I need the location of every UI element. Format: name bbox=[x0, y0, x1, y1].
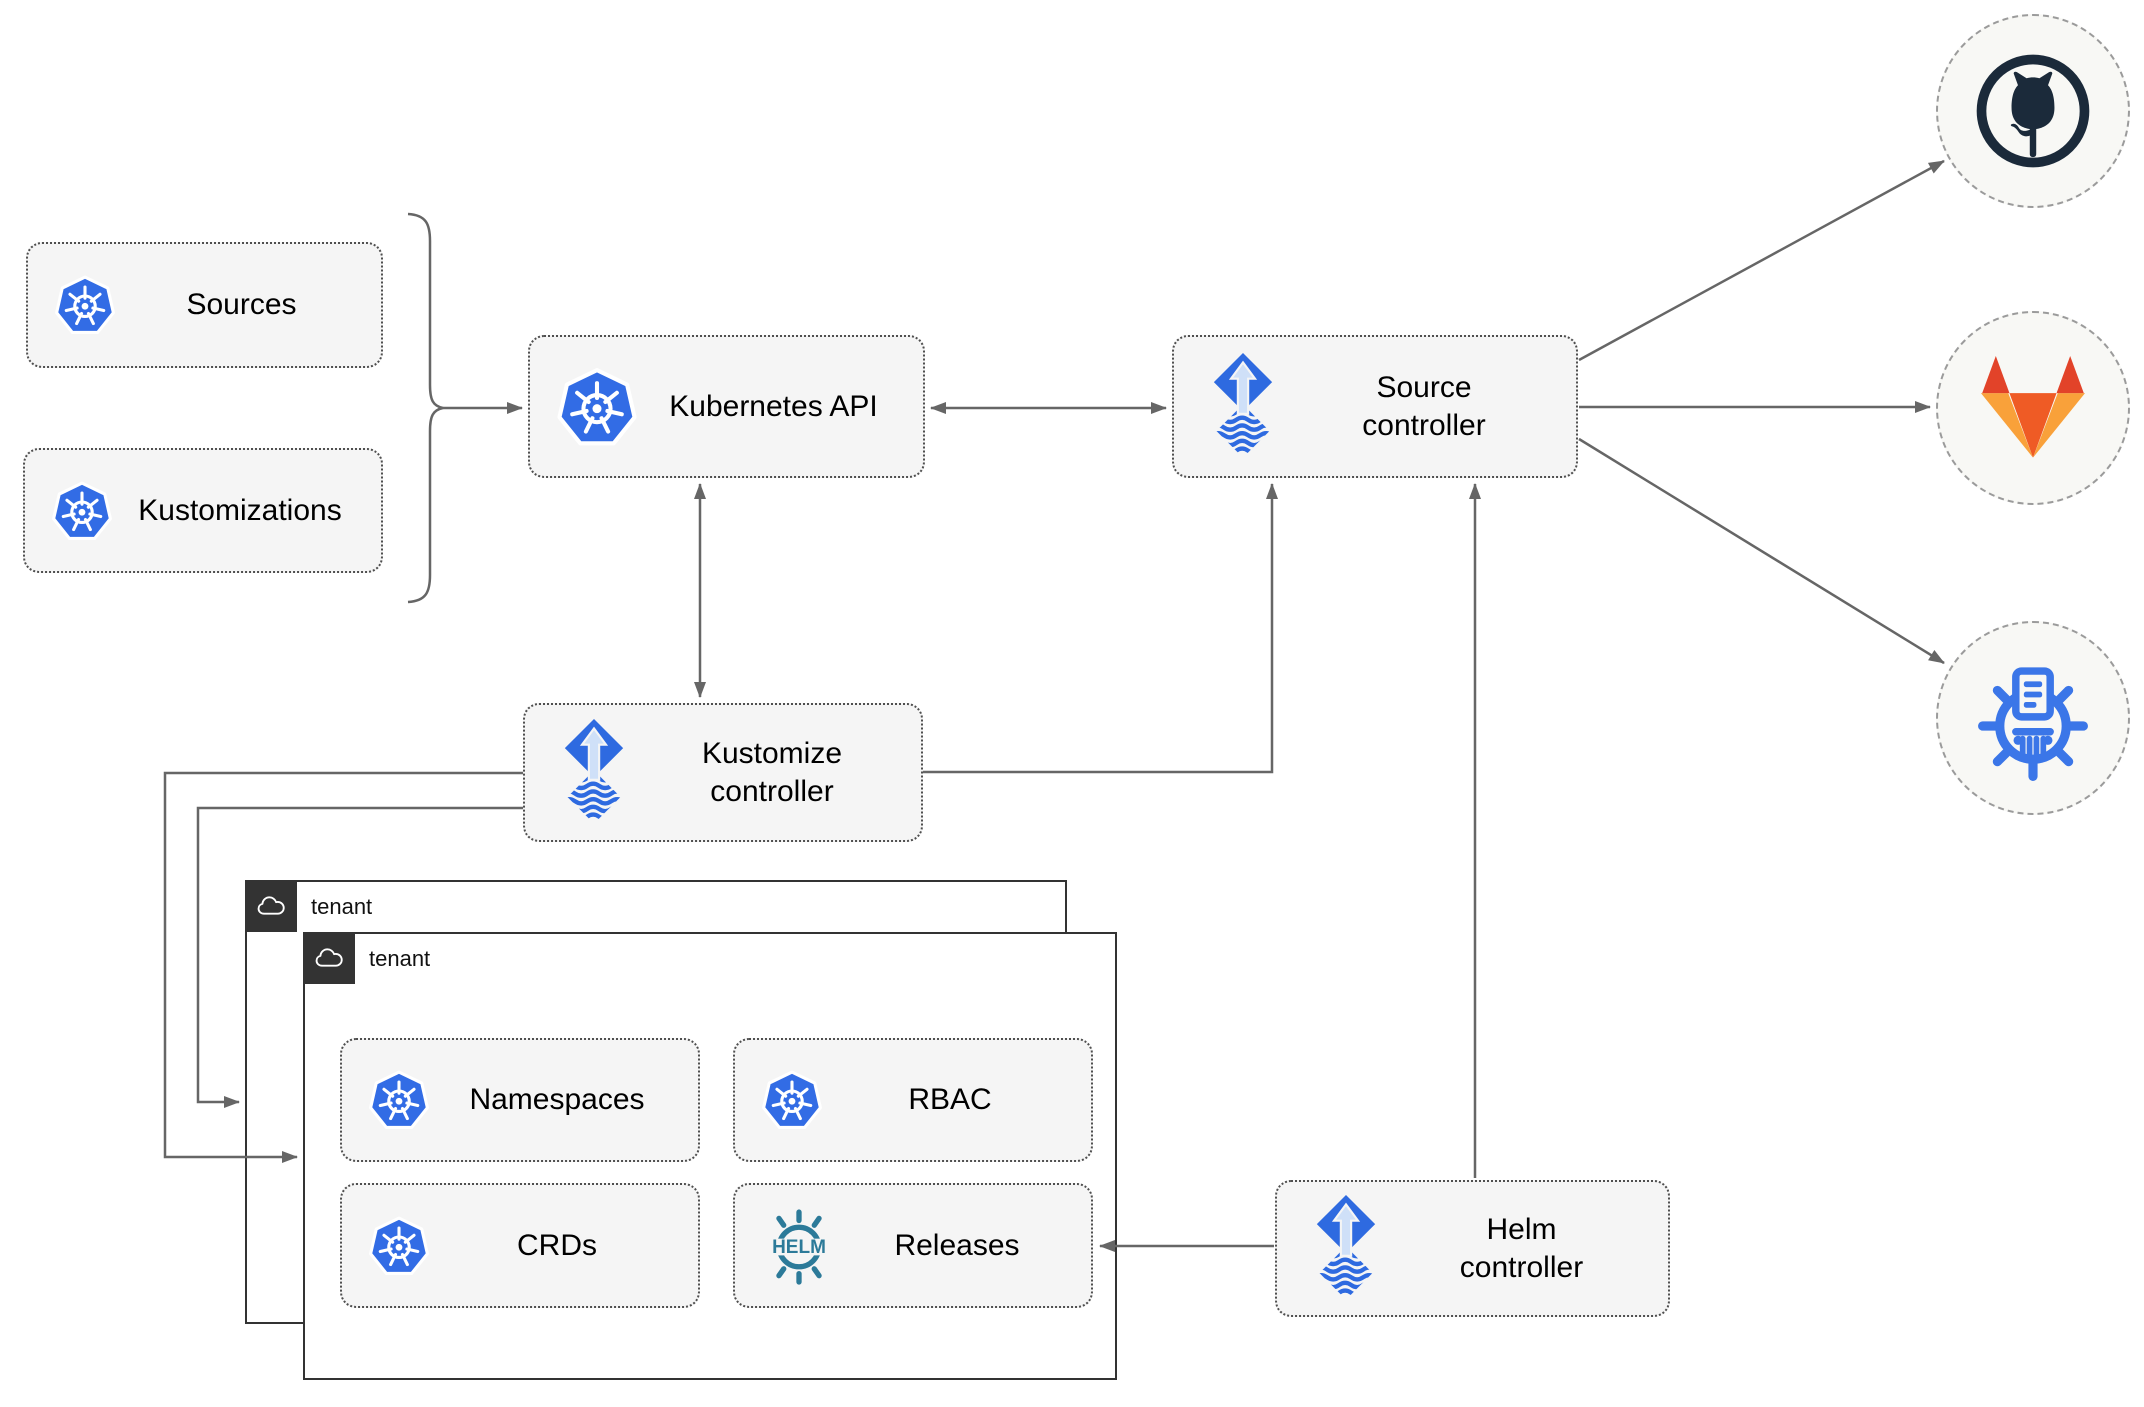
kubernetes-icon bbox=[368, 1215, 430, 1277]
tenant-label: tenant bbox=[311, 894, 373, 919]
edge-kustomize-controller-to-source-controller bbox=[923, 483, 1278, 774]
node-rbac: RBAC bbox=[733, 1038, 1093, 1162]
node-releases: Releases bbox=[733, 1183, 1093, 1308]
node-label-sources: Sources bbox=[186, 288, 297, 322]
node-label-kustomizations: Kustomizations bbox=[138, 493, 342, 527]
node-kustomizations: Kustomizations bbox=[23, 448, 383, 573]
tenant-header bbox=[244, 879, 297, 932]
tenant-header bbox=[302, 931, 355, 984]
node-label-namespaces: Namespaces bbox=[469, 1083, 645, 1117]
node-sources: Sources bbox=[26, 242, 383, 368]
edge-source-controller-to-chartmuseum bbox=[1578, 437, 1945, 665]
kubernetes-icon bbox=[54, 274, 116, 336]
helm-icon bbox=[761, 1206, 837, 1285]
node-label-kustomize-controller: Kustomize controller bbox=[701, 737, 843, 808]
kubernetes-icon bbox=[761, 1069, 823, 1131]
kubernetes-icon bbox=[556, 366, 638, 448]
node-crds: CRDs bbox=[340, 1183, 700, 1308]
chartmuseum-node bbox=[1936, 621, 2130, 815]
flux-icon bbox=[1200, 353, 1286, 461]
tenant-label: tenant bbox=[369, 946, 431, 971]
node-label-source-controller: Source controller bbox=[1362, 371, 1486, 442]
node-namespaces: Namespaces bbox=[340, 1038, 700, 1162]
github-node bbox=[1936, 14, 2130, 208]
flux-icon bbox=[551, 719, 637, 827]
node-source-controller: Source controller bbox=[1172, 335, 1578, 478]
edge-source-controller-to-github bbox=[1578, 159, 1945, 362]
node-label-crds: CRDs bbox=[517, 1228, 597, 1262]
node-label-releases: Releases bbox=[894, 1228, 1020, 1262]
gitlab-node bbox=[1936, 311, 2130, 505]
github-octocat-icon bbox=[1974, 52, 2092, 170]
node-helm-controller: Helm controller bbox=[1275, 1180, 1670, 1317]
kubernetes-icon bbox=[51, 480, 113, 542]
flux-icon bbox=[1303, 1195, 1389, 1303]
node-label-rbac: RBAC bbox=[908, 1083, 992, 1117]
chartmuseum-wheel-icon bbox=[1970, 655, 2096, 781]
gitlab-tanuki-icon bbox=[1971, 351, 2095, 465]
kubernetes-icon bbox=[368, 1069, 430, 1131]
node-label-kubernetes-api: Kubernetes API bbox=[669, 389, 878, 423]
cloud-icon bbox=[314, 947, 344, 968]
node-kustomize-controller: Kustomize controller bbox=[523, 703, 923, 842]
node-kubernetes-api: Kubernetes API bbox=[528, 335, 925, 478]
brace-sources-kustomizations bbox=[407, 212, 444, 604]
node-label-helm-controller: Helm controller bbox=[1459, 1213, 1584, 1284]
cloud-icon bbox=[256, 895, 286, 916]
